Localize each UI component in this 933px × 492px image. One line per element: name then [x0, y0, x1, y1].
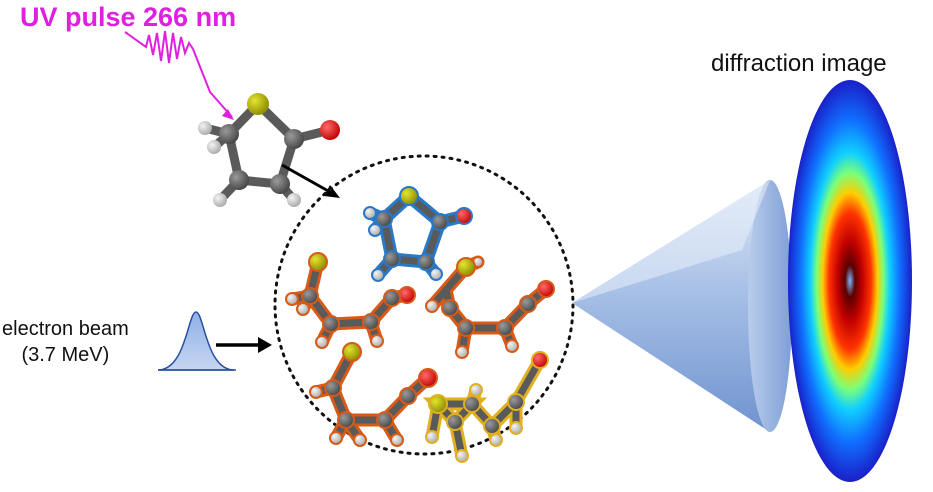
beam-energy-text: (3.7 MeV)	[21, 344, 110, 366]
uv-pulse-label: UV pulse 266 nm	[20, 2, 237, 32]
ring-opened-molecule-2	[425, 255, 555, 359]
parent-molecule	[198, 93, 340, 207]
ring-opened-molecule-1	[285, 252, 416, 349]
episulfide-molecule	[422, 351, 549, 463]
sample-region	[273, 154, 575, 456]
electron-pulse-profile-icon	[157, 311, 236, 371]
thiophenone-ring-molecule	[363, 186, 473, 282]
electron-beam-text: electron beam	[2, 318, 129, 340]
ring-opened-molecule-3	[309, 342, 438, 447]
electron-beam-arrow-icon	[216, 337, 272, 353]
uv-arrowhead-icon	[222, 109, 234, 120]
uv-pulse-wave-icon	[124, 30, 234, 120]
scattering-cone	[572, 180, 792, 432]
diffraction-pattern	[788, 80, 912, 482]
electron-beam-label: electron beam (3.7 MeV)	[2, 316, 129, 368]
diffraction-image-label: diffraction image	[711, 50, 887, 77]
molecule-arrow-icon	[281, 163, 340, 198]
